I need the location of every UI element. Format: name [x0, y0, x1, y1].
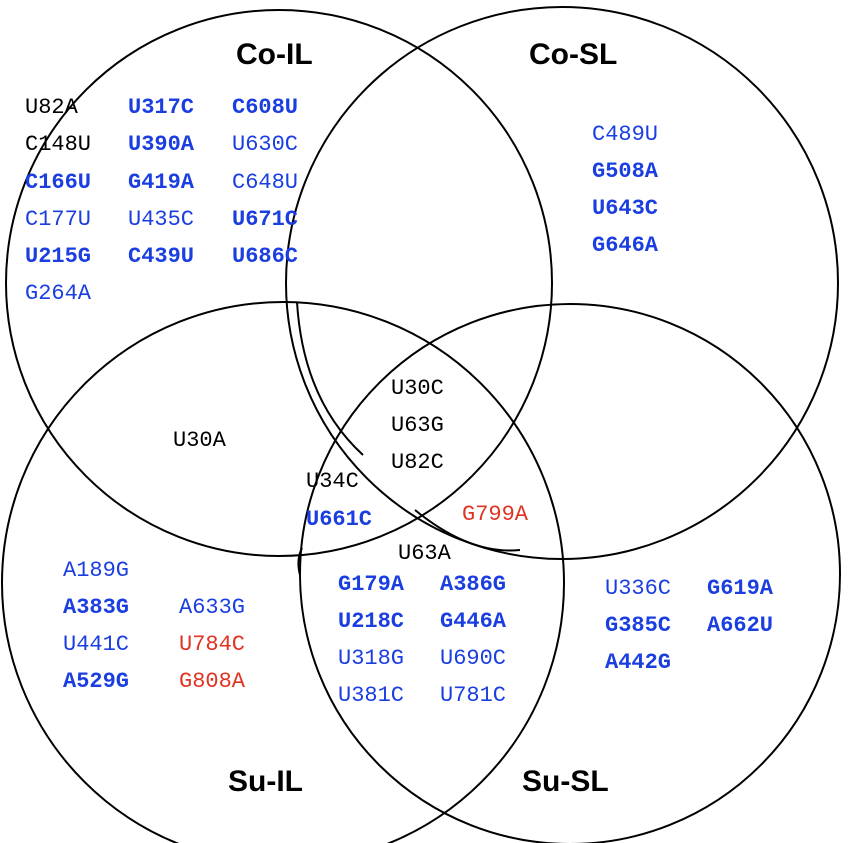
mutation-label: G808A: [179, 669, 246, 694]
set-label-co-il: Co-IL: [236, 38, 313, 71]
mutation-label: G179A: [338, 572, 405, 597]
mutation-label: C166U: [25, 170, 91, 195]
mutation-label: C608U: [232, 95, 298, 120]
mutation-label: U435C: [128, 207, 194, 232]
mutation-label: G385C: [605, 613, 671, 638]
mutation-label: U218C: [338, 609, 404, 634]
set-label-co-sl: Co-SL: [529, 38, 617, 71]
mutation-label: C177U: [25, 207, 91, 232]
mutation-label: G446A: [440, 609, 507, 634]
mutation-label: U82A: [25, 95, 79, 120]
mutation-label: U317C: [128, 95, 194, 120]
mutation-label: U82C: [391, 450, 444, 475]
mutation-label: U690C: [440, 646, 506, 671]
mutation-label: A386G: [440, 572, 506, 597]
mutation-label: U661C: [306, 507, 372, 532]
set-label-su-sl: Su-SL: [522, 765, 609, 798]
mutation-label: G508A: [592, 159, 659, 184]
mutation-label: A662U: [707, 613, 773, 638]
mutation-label: G646A: [592, 233, 659, 258]
co-sl-circle: [285, 6, 839, 560]
inner-arc-left: [296, 301, 364, 456]
mutation-label: A442G: [605, 650, 671, 675]
mutation-label: U784C: [179, 632, 245, 657]
mutation-label: G799A: [462, 502, 529, 527]
mutation-label: U441C: [63, 632, 129, 657]
mutation-label: U63A: [398, 541, 452, 566]
mutation-label: U390A: [128, 132, 195, 157]
mutation-label: U318G: [338, 646, 404, 671]
mutation-label: G619A: [707, 576, 774, 601]
mutation-label: U686C: [232, 244, 298, 269]
mutation-label: U336C: [605, 576, 671, 601]
mutation-label: A189G: [63, 558, 129, 583]
mutation-label: U381C: [338, 683, 404, 708]
mutation-label: C148U: [25, 132, 91, 157]
mutation-label: U630C: [232, 132, 298, 157]
mutation-label: A529G: [63, 669, 129, 694]
set-label-su-il: Su-IL: [228, 765, 303, 798]
su-il-circle: [1, 301, 565, 843]
mutation-label: U30C: [391, 376, 444, 401]
mutation-label: U781C: [440, 683, 506, 708]
mutation-label: C648U: [232, 170, 298, 195]
mutation-label: G419A: [128, 170, 195, 195]
mutation-label: A633G: [179, 595, 245, 620]
mutation-label: C489U: [592, 122, 658, 147]
mutation-label: G264A: [25, 281, 92, 306]
mutation-label: C439U: [128, 244, 194, 269]
mutation-label: U643C: [592, 196, 658, 221]
mutation-label: U671C: [232, 207, 298, 232]
mutation-label: U34C: [306, 469, 359, 494]
mutation-label: U30A: [173, 428, 227, 453]
mutation-label: A383G: [63, 595, 129, 620]
inner-arc-right: [414, 509, 521, 552]
mutation-label: U215G: [25, 244, 91, 269]
co-il-circle: [5, 9, 553, 557]
inner-arc-lower: [297, 547, 303, 576]
mutation-label: U63G: [391, 413, 444, 438]
